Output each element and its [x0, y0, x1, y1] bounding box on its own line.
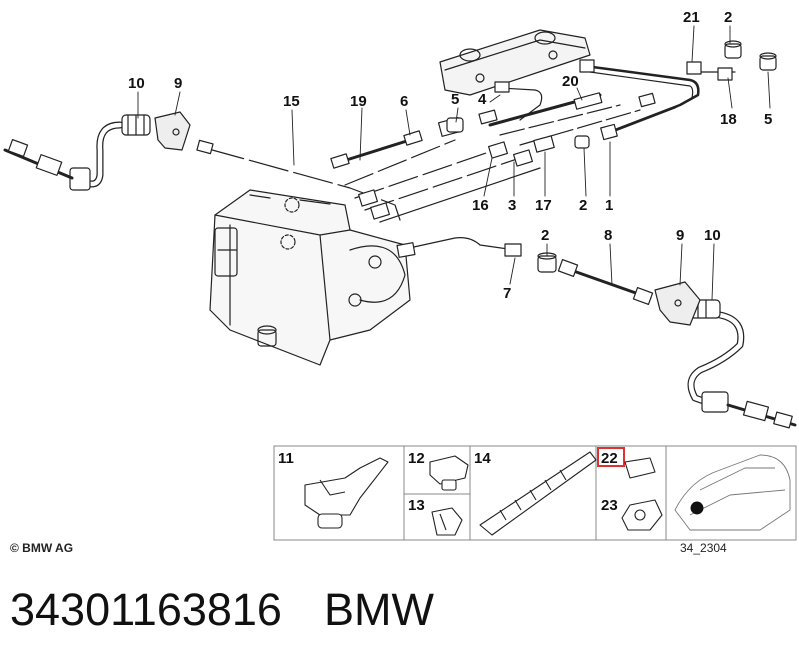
inset-labels: 11 12 13 14 22 23 34_2304 — [278, 450, 727, 555]
part-number-line: 34301163816 BMW — [10, 584, 476, 636]
brand-name: BMW — [323, 584, 434, 635]
inset-label-23: 23 — [601, 497, 618, 514]
abs-hydraulic-unit-drawing — [209, 189, 411, 366]
clip-11-drawing — [304, 457, 389, 529]
callout-9-left: 9 — [174, 75, 182, 92]
callout-9-right: 9 — [676, 227, 684, 244]
copyright-notice: © BMW AG — [10, 541, 73, 555]
inset-label-13: 13 — [408, 497, 425, 514]
master-cylinder-drawing — [439, 29, 591, 96]
inset-label-12: 12 — [408, 450, 425, 467]
callout-15: 15 — [283, 93, 300, 110]
diagram-code: 34_2304 — [680, 541, 727, 555]
inset-panel — [273, 445, 797, 541]
callout-17: 17 — [535, 197, 552, 214]
clip-12-drawing — [429, 455, 469, 491]
callout-20: 20 — [562, 73, 579, 90]
callout-5-right: 5 — [764, 111, 772, 128]
bracket-left-drawing — [154, 111, 191, 151]
inset-frame — [273, 445, 797, 541]
bracket-right-drawing — [654, 281, 701, 326]
callout-4: 4 — [478, 91, 487, 108]
inset-label-22: 22 — [601, 450, 618, 467]
caps-and-nuts-drawing — [446, 40, 777, 273]
callout-2-lower: 2 — [541, 227, 549, 244]
callout-6: 6 — [400, 93, 408, 110]
brake-hose-right-drawing — [687, 299, 797, 429]
callout-10-left: 10 — [128, 75, 145, 92]
callout-7: 7 — [503, 285, 511, 302]
clip-13-drawing — [431, 507, 463, 536]
car-location-drawing — [674, 454, 791, 531]
callout-numbers: 10 9 15 19 6 5 4 20 21 2 18 5 16 3 17 2 … — [128, 9, 772, 302]
callout-2-mid: 2 — [579, 197, 587, 214]
callout-10-right: 10 — [704, 227, 721, 244]
highlight-box-22 — [597, 447, 625, 467]
callout-18: 18 — [720, 111, 737, 128]
holder-14-drawing — [479, 451, 597, 536]
brake-hose-left-drawing — [3, 114, 151, 191]
nut-22-drawing — [624, 457, 656, 479]
callout-3: 3 — [508, 197, 516, 214]
callout-19: 19 — [350, 93, 367, 110]
inset-label-11: 11 — [278, 450, 294, 467]
inset-label-14: 14 — [474, 450, 491, 467]
callout-5-center: 5 — [451, 91, 459, 108]
leader-lines — [137, 25, 771, 301]
callout-8: 8 — [604, 227, 612, 244]
part-number: 34301163816 — [10, 584, 282, 635]
callout-2-top: 2 — [724, 9, 732, 26]
callout-1: 1 — [605, 197, 613, 214]
callout-16: 16 — [472, 197, 489, 214]
location-dot-icon — [690, 501, 704, 515]
callout-21: 21 — [683, 9, 700, 26]
clip-23-drawing — [621, 499, 663, 531]
